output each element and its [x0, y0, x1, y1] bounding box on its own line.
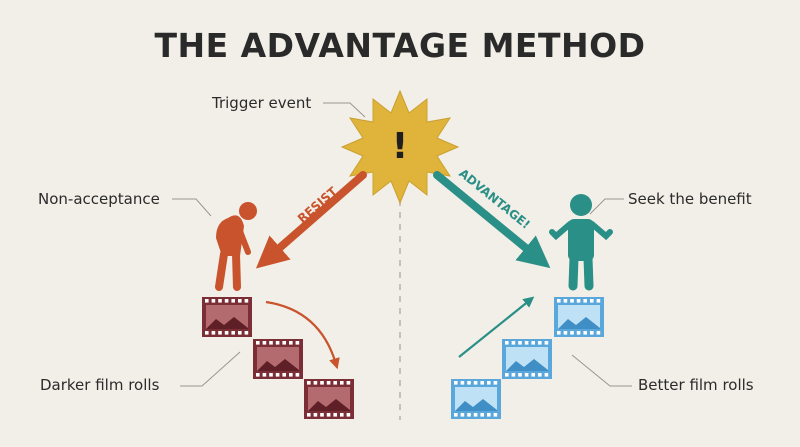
trigger-exclamation: ! [392, 126, 408, 167]
confident-person-icon [549, 194, 613, 291]
bright-film-frame-2 [502, 339, 552, 379]
label-better-film-rolls: Better film rolls [638, 376, 754, 394]
dark-film-frame-1 [202, 297, 252, 337]
label-darker-film-rolls: Darker film rolls [40, 376, 160, 394]
label-trigger-event: Trigger event [212, 94, 312, 112]
bright-film-frame-3 [554, 297, 604, 337]
resist-arrow [255, 171, 367, 269]
bright-film-frame-1 [451, 379, 501, 419]
descend-arrow [265, 300, 340, 370]
label-non-acceptance: Non-acceptance [38, 190, 160, 208]
starburst-icon [340, 89, 460, 205]
slumped-person-icon [215, 202, 257, 291]
dark-film-frame-3 [304, 379, 354, 419]
better-film-rolls [451, 297, 604, 419]
page-title: THE ADVANTAGE METHOD [154, 26, 646, 65]
darker-film-rolls [202, 297, 354, 419]
advantage-arrow [433, 171, 551, 269]
dark-film-frame-2 [253, 339, 303, 379]
leader-lines [172, 102, 632, 387]
ascend-arrow [458, 296, 535, 358]
label-seek-benefit: Seek the benefit [628, 190, 752, 208]
